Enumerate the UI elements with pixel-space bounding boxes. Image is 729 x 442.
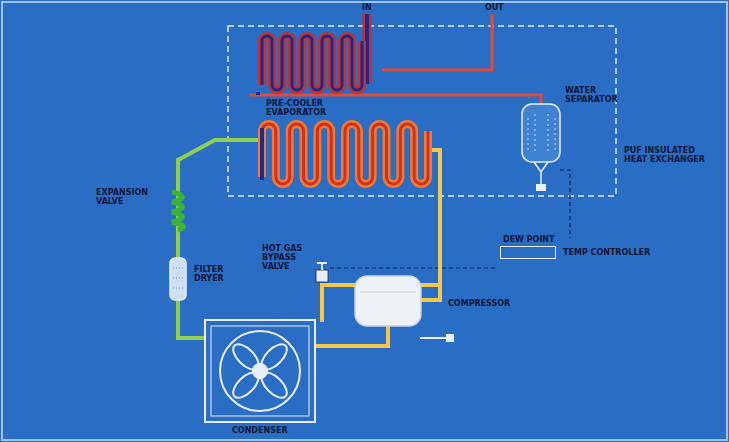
part-label: FILTER DRYER: [194, 265, 238, 283]
part-label: IN: [362, 3, 382, 12]
coil-joint: [256, 92, 260, 95]
evaporator-coil-core: [262, 124, 428, 184]
fan-blades: [229, 340, 291, 402]
part-label: EXPANSION VALVE: [96, 188, 168, 206]
filter-dryer: [170, 258, 186, 300]
pre-cooler-coil: [262, 36, 362, 90]
part-label: COMPRESSOR: [448, 299, 518, 308]
compressor-seam: [360, 292, 416, 293]
condenser-frame: [205, 320, 315, 422]
water-separator-vessel: [522, 104, 560, 162]
control-line: [330, 267, 498, 268]
controller-box: DEW POINTTEMP CONTROLLER: [500, 246, 556, 259]
separator-baffles: [528, 114, 555, 154]
fan-shroud: [220, 331, 300, 411]
controller-label: DEW POINT: [503, 235, 555, 244]
sensor-line: [560, 170, 570, 238]
insulated-enclosure: [228, 26, 616, 196]
part-label: PUF INSULATED HEAT EXCHANGER: [624, 146, 716, 164]
condenser-inner: [211, 326, 309, 416]
discharge-line: [315, 326, 388, 346]
compressor-body: [355, 276, 421, 326]
pre-cooler-coil-core: [262, 36, 362, 90]
controller-label: TEMP CONTROLLER: [563, 248, 650, 257]
bypass-valve-stem: [317, 263, 327, 270]
bypass-valve: [316, 270, 328, 282]
part-label: WATER SEPARATOR: [565, 86, 613, 104]
liquid-line: [178, 140, 262, 338]
evaporator-coil: [262, 124, 428, 184]
part-label: OUT: [485, 3, 509, 12]
part-label: PRE-COOLER: [266, 99, 336, 108]
expansion-valve: [172, 192, 183, 230]
service-pipe: [420, 337, 446, 339]
filter-media: [173, 268, 183, 288]
separator-drain: [534, 162, 548, 184]
part-label: HOT GAS BYPASS VALVE: [262, 244, 322, 271]
drain-valve: [536, 184, 546, 191]
coils: [262, 36, 428, 184]
service-valve: [446, 334, 454, 342]
fan-hub: [252, 363, 268, 379]
part-label: CONDENSER: [232, 426, 302, 435]
air-out-pipe: [382, 14, 492, 70]
evaporator-inlet-leg: [260, 128, 264, 180]
part-label: EVAPORATOR: [266, 108, 336, 117]
